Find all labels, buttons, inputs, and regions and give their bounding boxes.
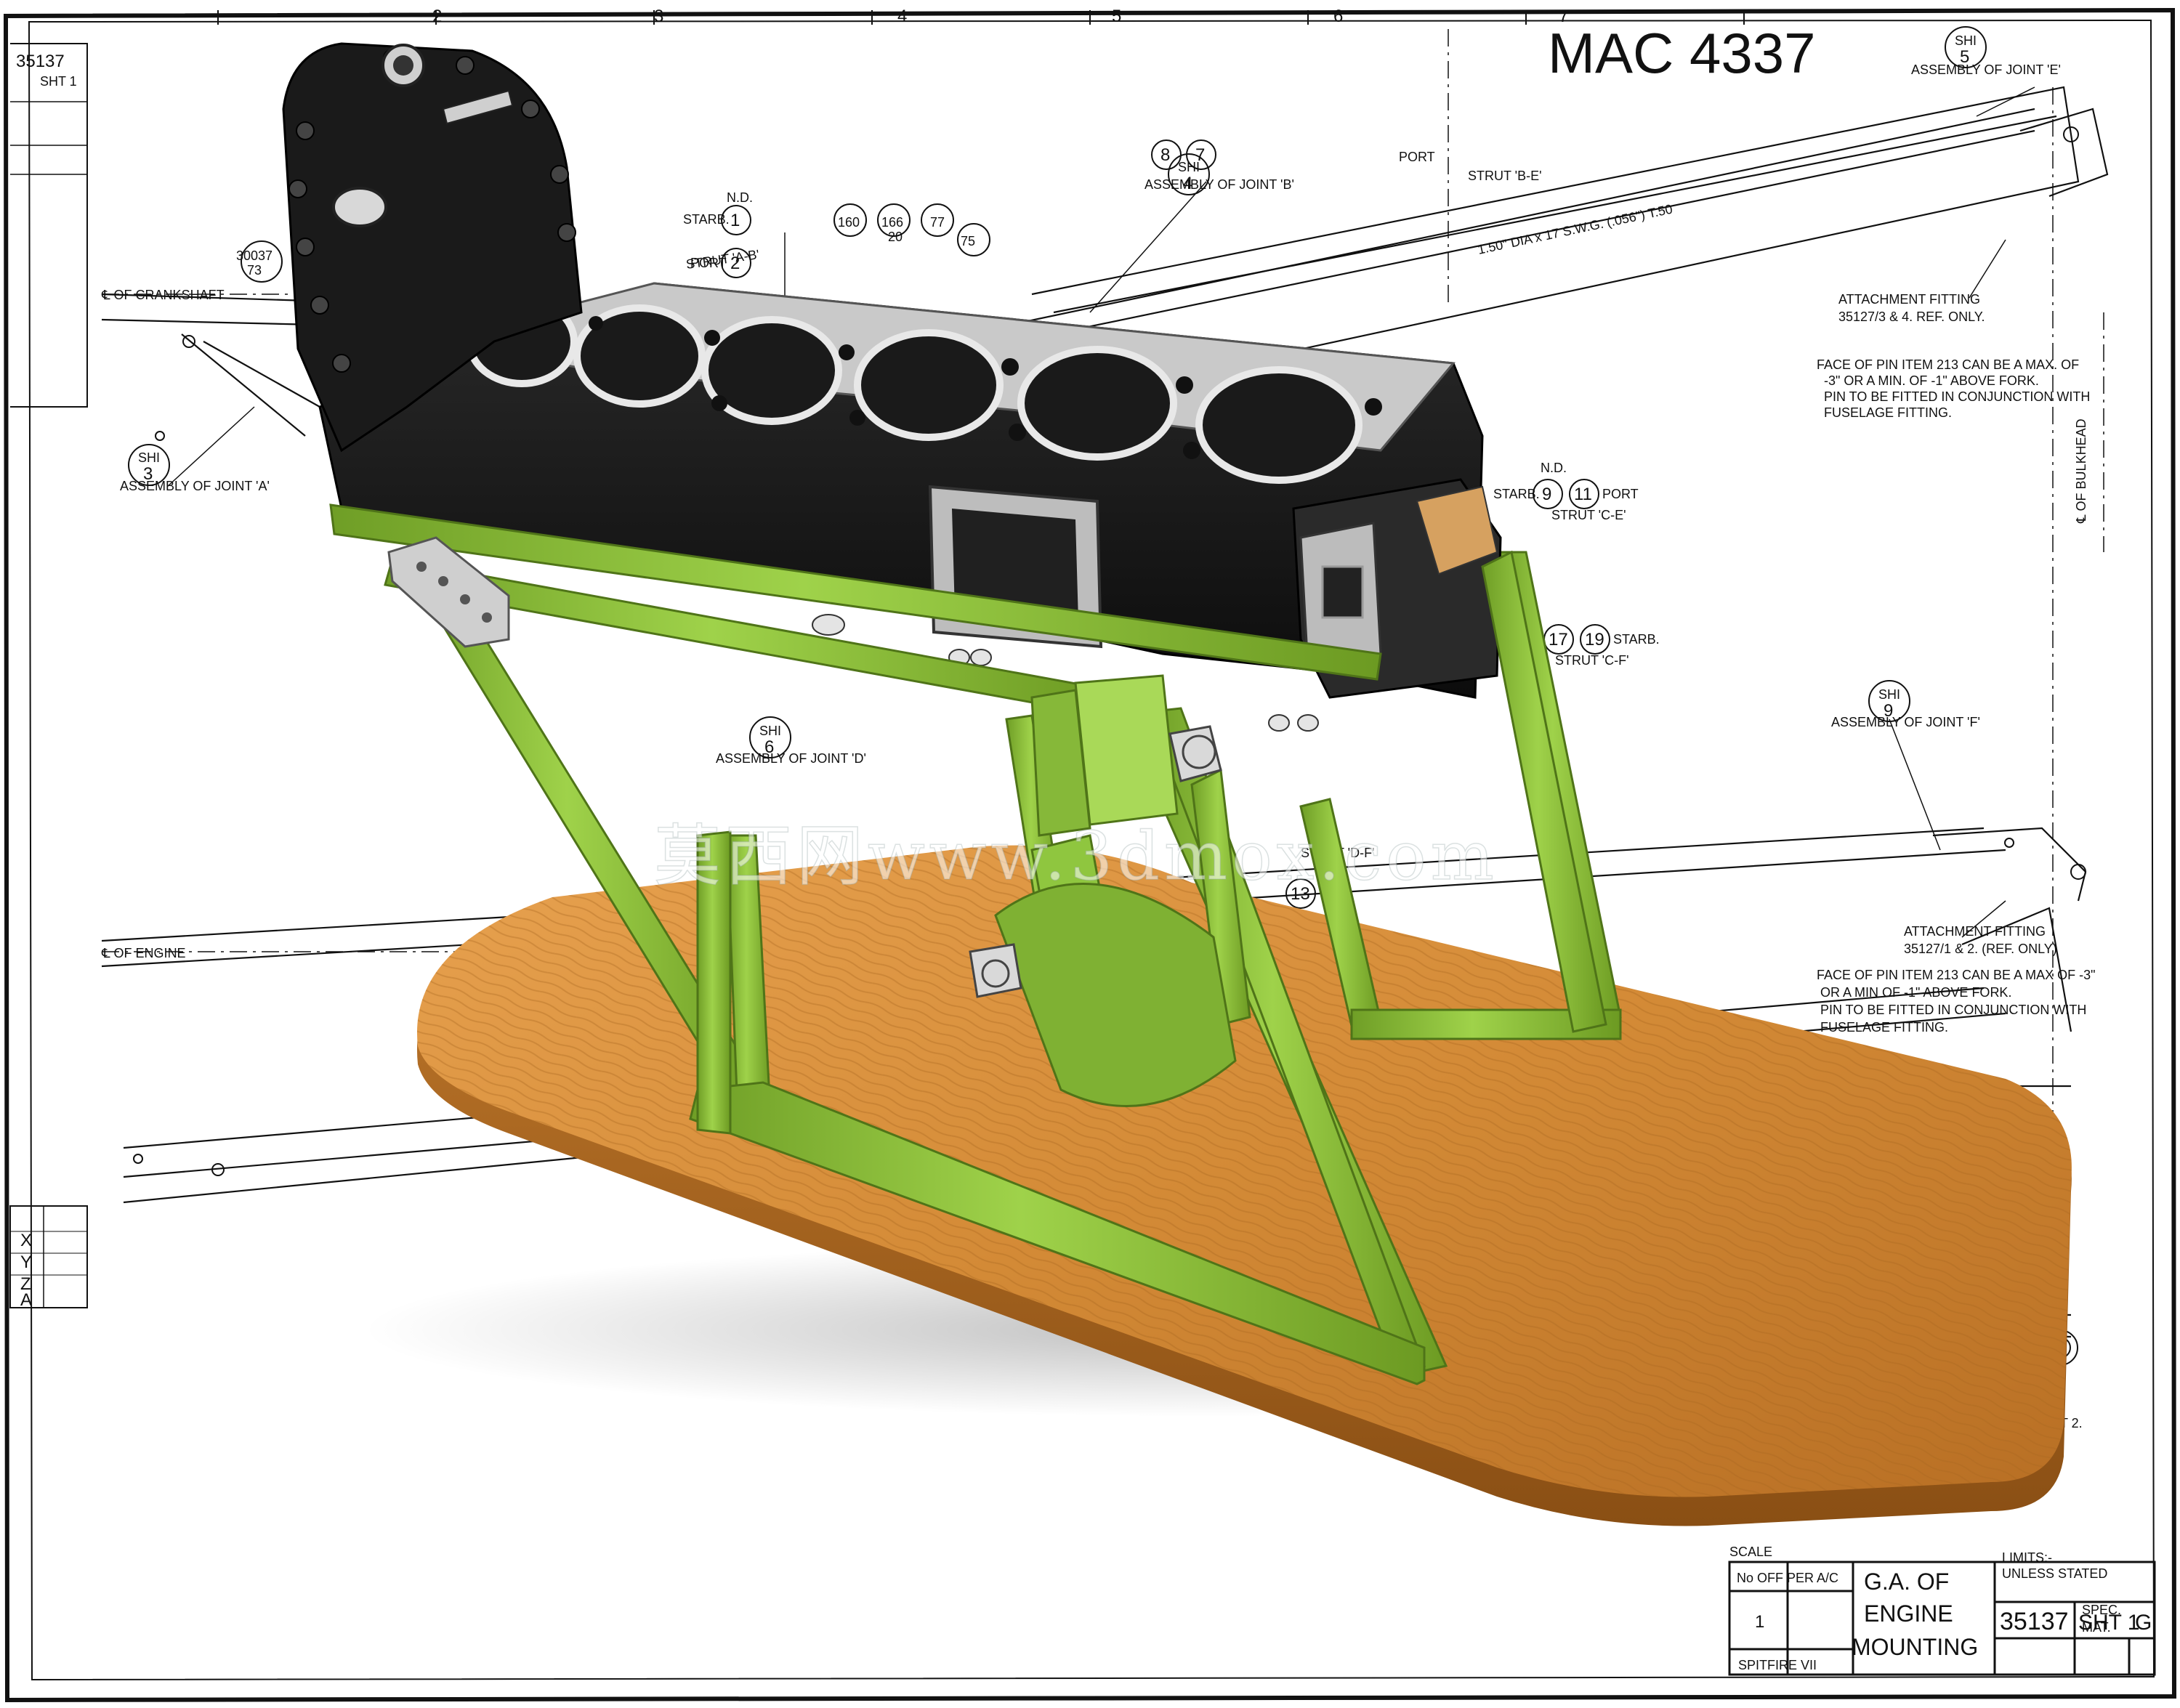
starb-label: STARB. [1493,487,1540,501]
ruler-number: 7 [1559,7,1568,26]
sht-bubble: SHI [138,450,160,465]
pin-note: -3" OR A MIN. OF -1" ABOVE FORK. [1824,373,2039,388]
revision-letter: A [20,1290,32,1310]
title-sheet-suffix: G [2135,1611,2152,1635]
title-mat: MAT. [2082,1620,2111,1635]
assembly-e-label: ASSEMBLY OF JOINT 'E' [1911,62,2061,77]
pin-note: FACE OF PIN ITEM 213 CAN BE A MAX. OF [1817,357,2079,372]
bubble-number: 8 [1160,145,1170,165]
title-spec: SPEC. [2082,1603,2121,1617]
bubble-number: 11 [1574,485,1592,504]
sht-bubble: 5 [1960,47,1969,67]
port-label: PORT [690,256,727,270]
title-block-type: SPITFIRE VII [1738,1658,1817,1672]
title-line-1: G.A. OF [1864,1569,1949,1595]
callout-bubbles [128,26,1987,909]
wooden-base [416,845,2072,1526]
revision-letter: X [20,1231,32,1250]
revision-letter: Y [20,1252,32,1272]
fitting-note: 35127/3 & 4. REF. ONLY. [1838,309,1985,324]
bulkhead-label: ℄ OF BULKHEAD [2074,418,2088,524]
bubble-number: 9 [1542,485,1551,504]
bubble-number: 17 [1549,630,1568,649]
sheet-border [3,7,2177,1703]
pin-note: FACE OF PIN ITEM 213 CAN BE A MAX OF -3" [1817,968,2095,982]
pin-note: PIN TO BE FITTED IN CONJUNCTION WITH [1820,1003,2086,1017]
bubble-number: 19 [1585,630,1604,649]
revision-column [10,43,88,408]
pin-note: FUSELAGE FITTING. [1824,405,1952,420]
revision-letter: Z [20,1274,31,1294]
assembly-f-label: ASSEMBLY OF JOINT 'F' [1831,715,1980,729]
strut-be-label: STRUT 'B-E' [1468,169,1542,183]
fitting-note: 35127/1 & 2. (REF. ONLY) [1904,942,2057,956]
sht-bubble: SHI [759,724,781,738]
bubble-number: 1 [730,211,740,230]
watermark: 莫西网www.3dmox.com [654,817,1498,895]
strut-cf-label: STRUT 'C-F' [1555,653,1629,668]
bubble-number: 2 [730,254,740,273]
engine-centerline-label: ℄ OF ENGINE [101,946,186,960]
sht-bubble: 3 [143,464,153,484]
assembly-b-label: ASSEMBLY OF JOINT 'B' [1144,177,1294,192]
part-ref: 160 [838,215,860,230]
bubble-number: 13 [1291,884,1310,904]
mount-pins [969,725,1222,998]
sheet-ref: 35137 [16,52,65,71]
part-ref: 166 [881,215,903,230]
nd-label: N.D. [1541,461,1567,475]
sht-bubble: 6 [764,737,774,757]
port-label: PORT [1399,150,1435,164]
title-block-no-off: No OFF PER A/C [1737,1571,1838,1585]
bubble-number: 7 [1195,145,1205,165]
title-sheet: SHT 1 [2078,1611,2139,1635]
sht-bubble: SHI [1955,33,1977,48]
starb-label: STARB. [683,212,730,227]
ruler-number: 6 [1333,7,1343,26]
sheet-label: SHT 1 [40,74,77,89]
engine-block [282,42,1502,732]
assembly-d-label: ASSEMBLY OF JOINT 'D' [716,751,866,766]
fitting-note: ATTACHMENT FITTING [1904,924,2046,939]
sht-bubble: 4 [1183,174,1192,193]
crankshaft-label: ℄ OF CRANKSHAFT [101,288,225,302]
title-drawing-no: 35137 [2000,1608,2069,1635]
title-line-3: MOUNTING [1852,1634,1978,1660]
part-ref: 75 [961,234,975,248]
sht-bubble: 9 [1884,701,1893,721]
sht-bubble: SHI [1878,687,1900,702]
title-block [1728,1561,2156,1676]
ruler-number: 3 [654,7,663,26]
pin-note: OR A MIN OF -1" ABOVE FORK. [1820,985,2011,1000]
green-engine-cradle [329,503,1607,1385]
title-block-qty: 1 [1755,1612,1764,1632]
part-ref: 77 [930,215,945,230]
part-ref: 20 [888,230,903,244]
reduction-gear-housing [282,42,583,453]
cylinder-bores [466,296,1362,484]
nd-label: N.D. [727,190,753,205]
pin-note: PIN TO BE FITTED IN CONJUNCTION WITH [1824,389,2090,404]
part-ref: 30037 [236,248,272,263]
strut-ce-label: STRUT 'C-E' [1551,508,1626,522]
title-limits: LIMITS:- [2002,1550,2052,1565]
title-block-scale: SCALE [1729,1545,1772,1559]
part-ref: 73 [247,263,262,278]
drawing-number: MAC 4337 [1548,21,1816,85]
ruler-number: 2 [432,7,442,26]
port-label: PORT [1602,487,1639,501]
sht-bubble: SHI [1178,160,1200,174]
assembly-a-label: ASSEMBLY OF JOINT 'A' [120,479,270,493]
title-limits: UNLESS STATED [2002,1566,2107,1581]
pin-note: FUSELAGE FITTING. [1820,1020,1948,1035]
title-line-2: ENGINE [1864,1600,1953,1627]
fitting-note: ATTACHMENT FITTING [1838,292,1980,307]
ruler-number: 5 [1112,7,1121,26]
top-ruler [217,10,1745,25]
starb-label: STARB. [1613,632,1660,647]
ruler-number: 4 [897,7,907,26]
